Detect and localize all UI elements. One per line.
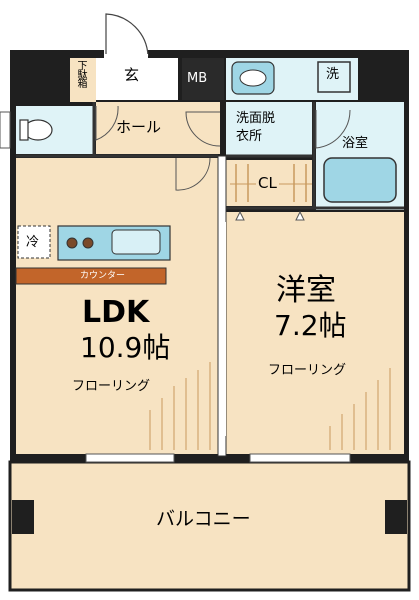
western-room-floor-type: フローリング [268, 363, 347, 378]
balcony-floor [8, 460, 411, 592]
toilet-tank-icon [19, 119, 29, 141]
basin-bowl-icon [239, 69, 267, 87]
closet-label: CL [256, 174, 279, 192]
balcony-label: バルコニー [156, 508, 251, 530]
entrance-door-icon [105, 13, 149, 57]
balcony-pillar-right [385, 500, 407, 534]
washroom-label: 洗面脱 衣所 [236, 110, 275, 145]
bathroom-label: 浴室 [342, 136, 369, 151]
western-room-size: 7.2帖 [274, 309, 347, 342]
counter-label: カウンター [80, 271, 126, 281]
ldk-name: LDK [82, 295, 150, 330]
washroom-label-line2: 衣所 [236, 128, 263, 144]
window-toilet [0, 111, 11, 149]
counter-bar [15, 267, 167, 285]
window-western [249, 453, 351, 463]
washer-icon [317, 61, 351, 93]
entrance-label: 玄 [124, 66, 140, 84]
washroom-floor [226, 102, 312, 156]
sliding-door-track [222, 222, 226, 436]
ldk-door-icon [175, 157, 211, 191]
ldk-size: 10.9帖 [80, 331, 171, 364]
entrance-floor [96, 58, 178, 100]
pipe-shaft-right [362, 58, 404, 102]
wash-door-icon [185, 111, 221, 147]
bath-door-icon [315, 109, 351, 149]
toilet-door-icon [95, 105, 119, 141]
meterbox-label: MB [187, 71, 208, 86]
closet-door-right-icon [295, 210, 305, 221]
shoebox-label: 下駄箱 [75, 60, 86, 87]
hall-floor [96, 102, 220, 154]
washer-label: 洗 [326, 67, 340, 82]
western-room-name: 洋室 [276, 273, 336, 308]
ldk-floor [16, 158, 218, 454]
window-ldk [85, 453, 175, 463]
stove-burner-icon [66, 237, 78, 249]
pipe-shaft-left [16, 58, 70, 102]
fridge-space [17, 225, 51, 259]
entrance-threshold [104, 54, 148, 60]
sink-icon [111, 229, 161, 255]
bathtub-icon [323, 157, 397, 203]
ldk-floor-type: フローリング [72, 379, 151, 394]
stove-burner-icon [82, 237, 94, 249]
closet-door-left-icon [235, 210, 245, 221]
hall-label: ホール [116, 118, 162, 136]
ldk-floor-texture [149, 362, 211, 450]
shoebox-area [70, 58, 96, 102]
western-room-floor [226, 212, 404, 454]
fridge-label: 冷 [26, 235, 40, 250]
balcony-pillar-left [12, 500, 34, 534]
western-floor-texture [329, 368, 391, 450]
washroom-label-line1: 洗面脱 [236, 111, 276, 126]
meterbox-block [182, 58, 224, 100]
